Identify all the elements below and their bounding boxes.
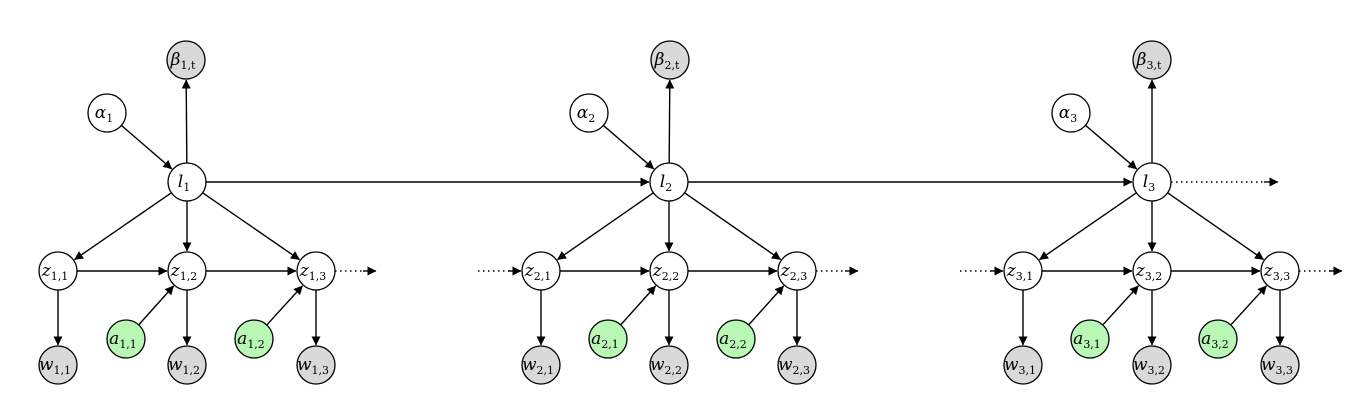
svg-text:l1: l1 — [178, 172, 190, 194]
svg-text:α3: α3 — [1059, 103, 1077, 125]
l-node-2: l2 — [649, 162, 689, 202]
edge-l-z — [202, 192, 300, 261]
svg-text:z3,2: z3,2 — [1135, 261, 1162, 283]
svg-text:a3,1: a3,1 — [1073, 329, 1101, 351]
w-node-1-1: w1,1 — [38, 345, 78, 385]
svg-text:a1,1: a1,1 — [109, 329, 137, 351]
svg-text:w1,1: w1,1 — [39, 355, 71, 377]
svg-text:l2: l2 — [660, 172, 672, 194]
w-node-3-1: w3,1 — [1003, 345, 1043, 385]
svg-text:z2,1: z2,1 — [524, 261, 551, 283]
w-node-3-2: w3,2 — [1132, 345, 1172, 385]
svg-text:a1,2: a1,2 — [237, 329, 265, 351]
beta-node-1: β1,t — [166, 40, 206, 80]
svg-text:β2,t: β2,t — [654, 50, 680, 72]
svg-text:z1,3: z1,3 — [299, 261, 326, 283]
edge-l-z — [74, 192, 172, 261]
svg-text:α2: α2 — [577, 103, 595, 125]
z-node-3-2: z3,2 — [1132, 251, 1172, 291]
edge-a-z — [1102, 285, 1140, 326]
z-node-3-3: z3,3 — [1260, 251, 1300, 291]
svg-text:β1,t: β1,t — [170, 50, 196, 72]
edge-l-z — [1039, 192, 1137, 261]
w-node-1-3: w1,3 — [296, 345, 336, 385]
w-node-2-3: w2,3 — [777, 345, 817, 385]
beta-node-2: β2,t — [650, 40, 690, 80]
edge-l-z — [1167, 192, 1264, 261]
w-node-1-2: w1,2 — [167, 345, 207, 385]
l-node-3: l3 — [1132, 162, 1172, 202]
w-node-3-3: w3,3 — [1260, 345, 1300, 385]
alpha-node-2: α2 — [569, 93, 609, 133]
edge-a-z — [266, 285, 304, 326]
w-node-2-2: w2,2 — [649, 345, 689, 385]
svg-text:z1,2: z1,2 — [170, 261, 197, 283]
svg-text:α1: α1 — [95, 103, 113, 125]
edge-alpha-l — [1085, 124, 1138, 170]
z-node-3-1: z3,1 — [1003, 251, 1043, 291]
a-node-1-2: a1,2 — [234, 319, 274, 359]
edge-alpha-l — [602, 124, 655, 170]
z-node-1-2: z1,2 — [167, 251, 207, 291]
svg-text:w1,3: w1,3 — [297, 355, 329, 377]
z-node-1-1: z1,1 — [38, 251, 78, 291]
edge-a-z — [1230, 285, 1268, 326]
z-node-2-3: z2,3 — [777, 251, 817, 291]
svg-text:a3,2: a3,2 — [1201, 329, 1229, 351]
beta-node-3: β3,t — [1132, 40, 1172, 80]
edge-alpha-l — [120, 124, 173, 170]
edge-l-z — [557, 192, 654, 261]
svg-text:l3: l3 — [1143, 172, 1155, 194]
svg-text:z3,3: z3,3 — [1263, 261, 1290, 283]
svg-text:w2,3: w2,3 — [778, 355, 810, 377]
edge-a-z — [620, 285, 657, 326]
alpha-node-1: α1 — [87, 93, 127, 133]
svg-text:z1,1: z1,1 — [41, 261, 68, 283]
z-node-2-1: z2,1 — [521, 251, 561, 291]
svg-text:z2,3: z2,3 — [780, 261, 807, 283]
edge-l-beta — [181, 79, 191, 164]
w-node-2-1: w2,1 — [521, 345, 561, 385]
a-node-3-2: a3,2 — [1198, 319, 1238, 359]
alpha-node-3: α3 — [1051, 93, 1091, 133]
a-node-3-1: a3,1 — [1070, 319, 1110, 359]
svg-text:z3,1: z3,1 — [1006, 261, 1033, 283]
z-node-2-2: z2,2 — [649, 251, 689, 291]
a-node-2-1: a2,1 — [588, 319, 628, 359]
edge-l-z — [684, 192, 781, 261]
svg-text:a2,2: a2,2 — [719, 329, 747, 351]
svg-text:w2,2: w2,2 — [650, 355, 682, 377]
svg-text:w1,2: w1,2 — [168, 355, 200, 377]
a-node-2-2: a2,2 — [716, 319, 756, 359]
l-node-1: l1 — [167, 162, 207, 202]
svg-text:w3,3: w3,3 — [1261, 355, 1293, 377]
z-node-1-3: z1,3 — [296, 251, 336, 291]
svg-text:w2,1: w2,1 — [522, 355, 554, 377]
svg-text:β3,t: β3,t — [1136, 50, 1162, 72]
svg-text:w3,2: w3,2 — [1133, 355, 1165, 377]
svg-text:z2,2: z2,2 — [652, 261, 679, 283]
edge-a-z — [138, 285, 175, 326]
svg-text:w3,1: w3,1 — [1004, 355, 1036, 377]
a-node-1-1: a1,1 — [106, 319, 146, 359]
edge-a-z — [748, 285, 785, 326]
edge-l-beta — [665, 79, 675, 164]
svg-text:a2,1: a2,1 — [591, 329, 619, 351]
